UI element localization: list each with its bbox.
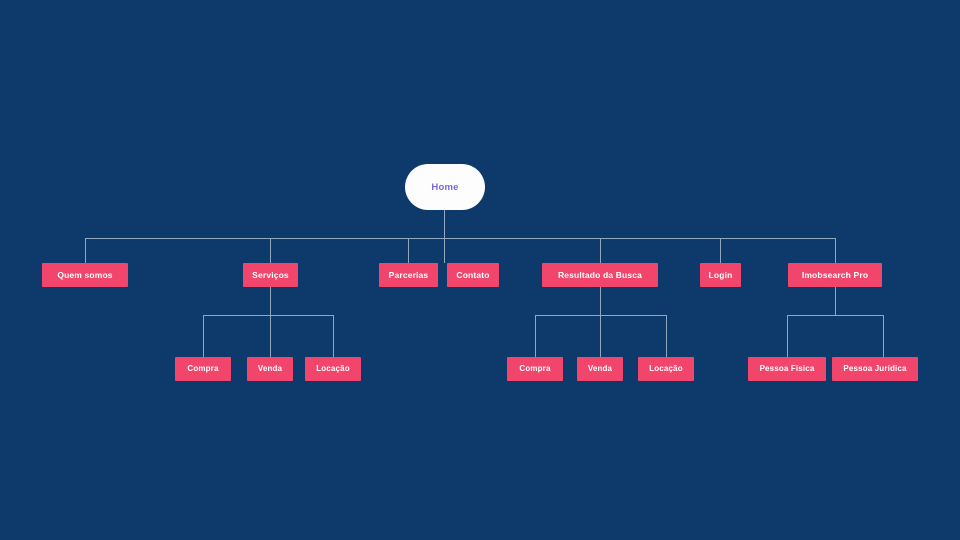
connector-imobsearch-stem: [835, 287, 836, 315]
node-imobsearch-pro-label: Imobsearch Pro: [801, 269, 869, 280]
node-home-label: Home: [431, 181, 459, 193]
connector-level2-bus: [85, 238, 836, 239]
connector-drop-busca-venda: [600, 315, 601, 357]
connector-imobsearch-bus: [787, 315, 883, 316]
node-busca-compra-label: Compra: [519, 364, 551, 373]
connector-servicos-bus: [203, 315, 333, 316]
node-servicos-venda[interactable]: Venda: [247, 357, 293, 381]
node-pessoa-juridica[interactable]: Pessoa Jurídica: [832, 357, 918, 381]
node-parcerias-label: Parcerias: [388, 269, 429, 280]
node-servicos-label: Serviços: [252, 269, 289, 280]
node-imobsearch-pro[interactable]: Imobsearch Pro: [788, 263, 882, 287]
connector-drop-login: [720, 238, 721, 263]
connector-drop-servicos-venda: [270, 315, 271, 357]
node-servicos-venda-label: Venda: [257, 364, 283, 373]
node-parcerias[interactable]: Parcerias: [379, 263, 438, 287]
node-quem-somos[interactable]: Quem somos: [42, 263, 128, 287]
node-servicos-locacao[interactable]: Locação: [305, 357, 361, 381]
node-servicos[interactable]: Serviços: [243, 263, 298, 287]
connector-drop-parcerias: [408, 238, 409, 263]
connector-busca-stem: [600, 287, 601, 315]
node-pessoa-juridica-label: Pessoa Jurídica: [843, 364, 907, 373]
node-pessoa-fisica[interactable]: Pessoa Física: [748, 357, 826, 381]
node-login[interactable]: Login: [700, 263, 741, 287]
node-busca-locacao-label: Locação: [649, 364, 683, 373]
node-busca-venda-label: Venda: [587, 364, 613, 373]
connector-servicos-stem: [270, 287, 271, 315]
node-resultado-da-busca-label: Resultado da Busca: [558, 269, 642, 280]
node-pessoa-fisica-label: Pessoa Física: [759, 364, 815, 373]
node-quem-somos-label: Quem somos: [57, 269, 113, 280]
connector-drop-contato: [444, 238, 445, 263]
node-busca-venda[interactable]: Venda: [577, 357, 623, 381]
node-login-label: Login: [708, 269, 733, 280]
connector-home-stem: [444, 210, 445, 238]
connector-drop-imobsearch-pro: [835, 238, 836, 263]
node-servicos-compra[interactable]: Compra: [175, 357, 231, 381]
node-home[interactable]: Home: [405, 164, 485, 210]
connector-drop-servicos-locacao: [333, 315, 334, 357]
connector-drop-servicos: [270, 238, 271, 263]
node-servicos-compra-label: Compra: [187, 364, 219, 373]
connector-drop-pessoa-juridica: [883, 315, 884, 357]
node-servicos-locacao-label: Locação: [316, 364, 350, 373]
connector-drop-servicos-compra: [203, 315, 204, 357]
connector-drop-resultado-busca: [600, 238, 601, 263]
connector-drop-busca-locacao: [666, 315, 667, 357]
connector-drop-quem-somos: [85, 238, 86, 263]
node-busca-compra[interactable]: Compra: [507, 357, 563, 381]
node-contato[interactable]: Contato: [447, 263, 499, 287]
node-busca-locacao[interactable]: Locação: [638, 357, 694, 381]
node-resultado-da-busca[interactable]: Resultado da Busca: [542, 263, 658, 287]
node-contato-label: Contato: [456, 269, 490, 280]
connector-drop-pessoa-fisica: [787, 315, 788, 357]
connector-drop-busca-compra: [535, 315, 536, 357]
